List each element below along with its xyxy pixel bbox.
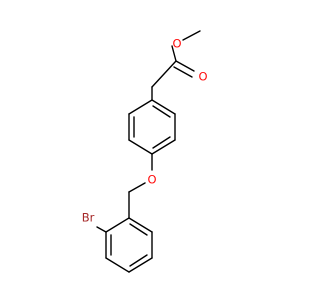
atom-labels: O O O Br — [82, 37, 208, 225]
ring2-bond-3 — [128, 257, 153, 273]
ring2-inner-2 — [129, 254, 148, 267]
bonds — [96, 30, 201, 273]
ring1-bond-6 — [128, 99, 153, 115]
bond-methyl-o — [182, 30, 201, 41]
atom-o-ether: O — [147, 173, 156, 187]
ring1-inner-2 — [152, 136, 171, 149]
atom-br: Br — [82, 211, 95, 225]
atom-o-carbonyl: O — [198, 70, 207, 84]
bond-ring-br — [96, 226, 107, 233]
ring2-bond-6 — [105, 217, 130, 233]
bond-carbonyl-ch2 — [151, 60, 177, 88]
bond-carbonyl-double-2 — [173, 66, 193, 78]
ring1-inner-1 — [152, 105, 171, 118]
ring2-bond-1 — [128, 217, 153, 233]
ring1-bond-4 — [128, 139, 153, 155]
bond-o-ch2 — [128, 182, 146, 193]
ring1-bond-1 — [151, 99, 176, 115]
ring2-bond-4 — [105, 257, 130, 273]
bond-carbonyl-double-1 — [175, 60, 195, 72]
ring1-bond-3 — [151, 139, 176, 155]
atom-o-methyl: O — [172, 37, 181, 51]
molecule-diagram: O O O Br — [82, 30, 208, 273]
ring2-inner-1 — [129, 223, 148, 236]
bond-o-carbonyl-c — [171, 45, 177, 62]
